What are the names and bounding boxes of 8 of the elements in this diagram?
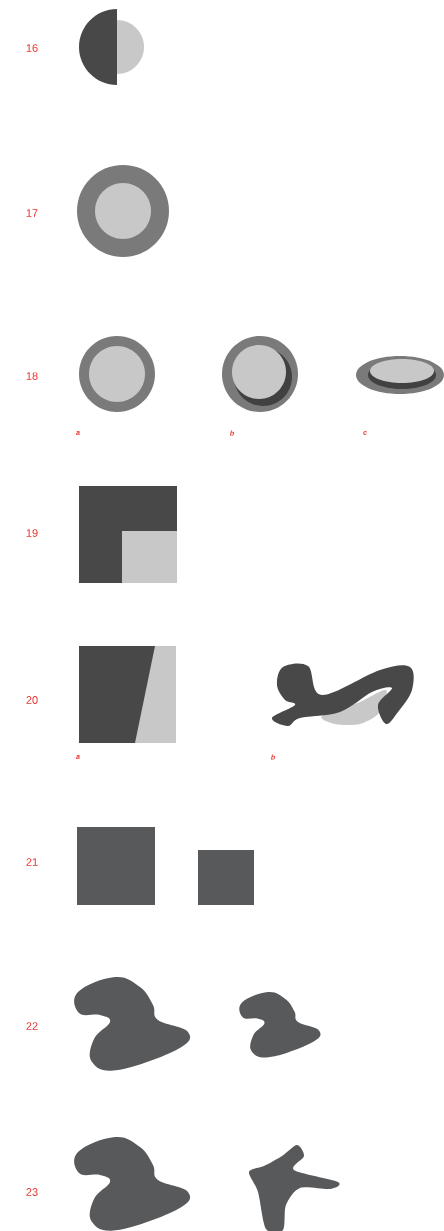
figure-number: 20 (26, 696, 38, 704)
figure-number: 23 (26, 1188, 38, 1196)
figure-number: 16 (26, 44, 38, 52)
figure-number: 17 (26, 209, 38, 217)
figure-number: 21 (26, 858, 38, 866)
figure-number: 18 (26, 372, 38, 380)
figure-number: 19 (26, 529, 38, 537)
figure-number: 22 (26, 1022, 38, 1030)
